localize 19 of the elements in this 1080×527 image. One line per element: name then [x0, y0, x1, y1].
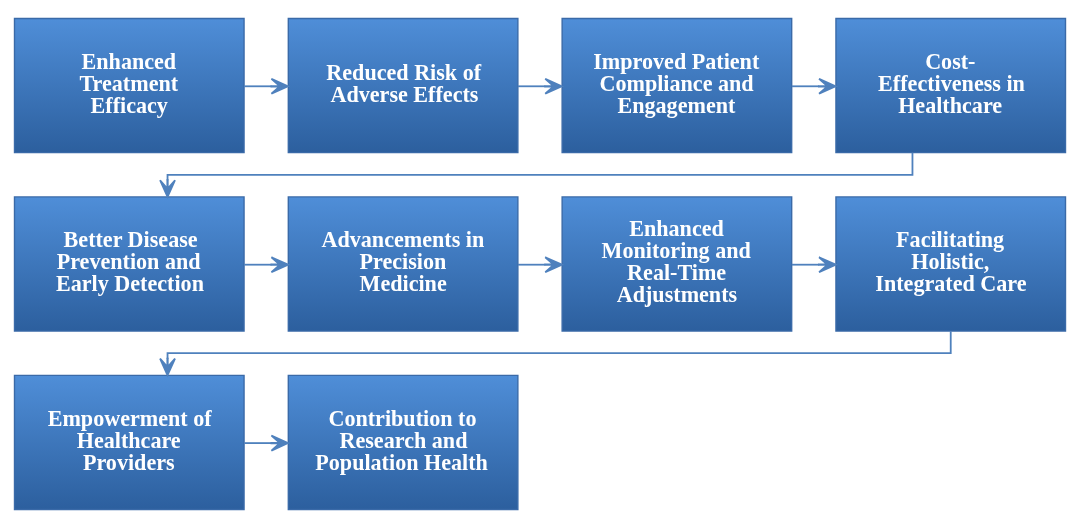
- node-box: Enhanced Monitoring and Real-Time Adjustments: [561, 195, 793, 332]
- node-box: Cost-Effectiveness in Healthcare: [835, 17, 1067, 153]
- node-box: Improved Patient Compliance and Engagement: [561, 17, 793, 153]
- arrow: [517, 255, 563, 273]
- arrow: [243, 77, 289, 95]
- node-box: Better Disease Prevention and Early Detection: [13, 195, 245, 332]
- node-box: Advancements in Precision Medicine: [287, 195, 519, 332]
- node-box: Empowerment of Healthcare Providers: [13, 374, 245, 510]
- arrow: [517, 77, 563, 95]
- arrow: [159, 329, 952, 376]
- arrow: [790, 255, 837, 273]
- node-box: Enhanced Treatment Efficacy: [13, 17, 245, 153]
- node-box: Contribution to Research and Population Health: [287, 374, 519, 510]
- node-box: Facilitating Holistic, Integrated Care: [835, 195, 1067, 332]
- node-box: Reduced Risk of Adverse Effects: [287, 17, 519, 153]
- arrow: [243, 255, 289, 273]
- arrow: [159, 151, 914, 198]
- arrow: [790, 77, 837, 95]
- arrow: [243, 434, 289, 451]
